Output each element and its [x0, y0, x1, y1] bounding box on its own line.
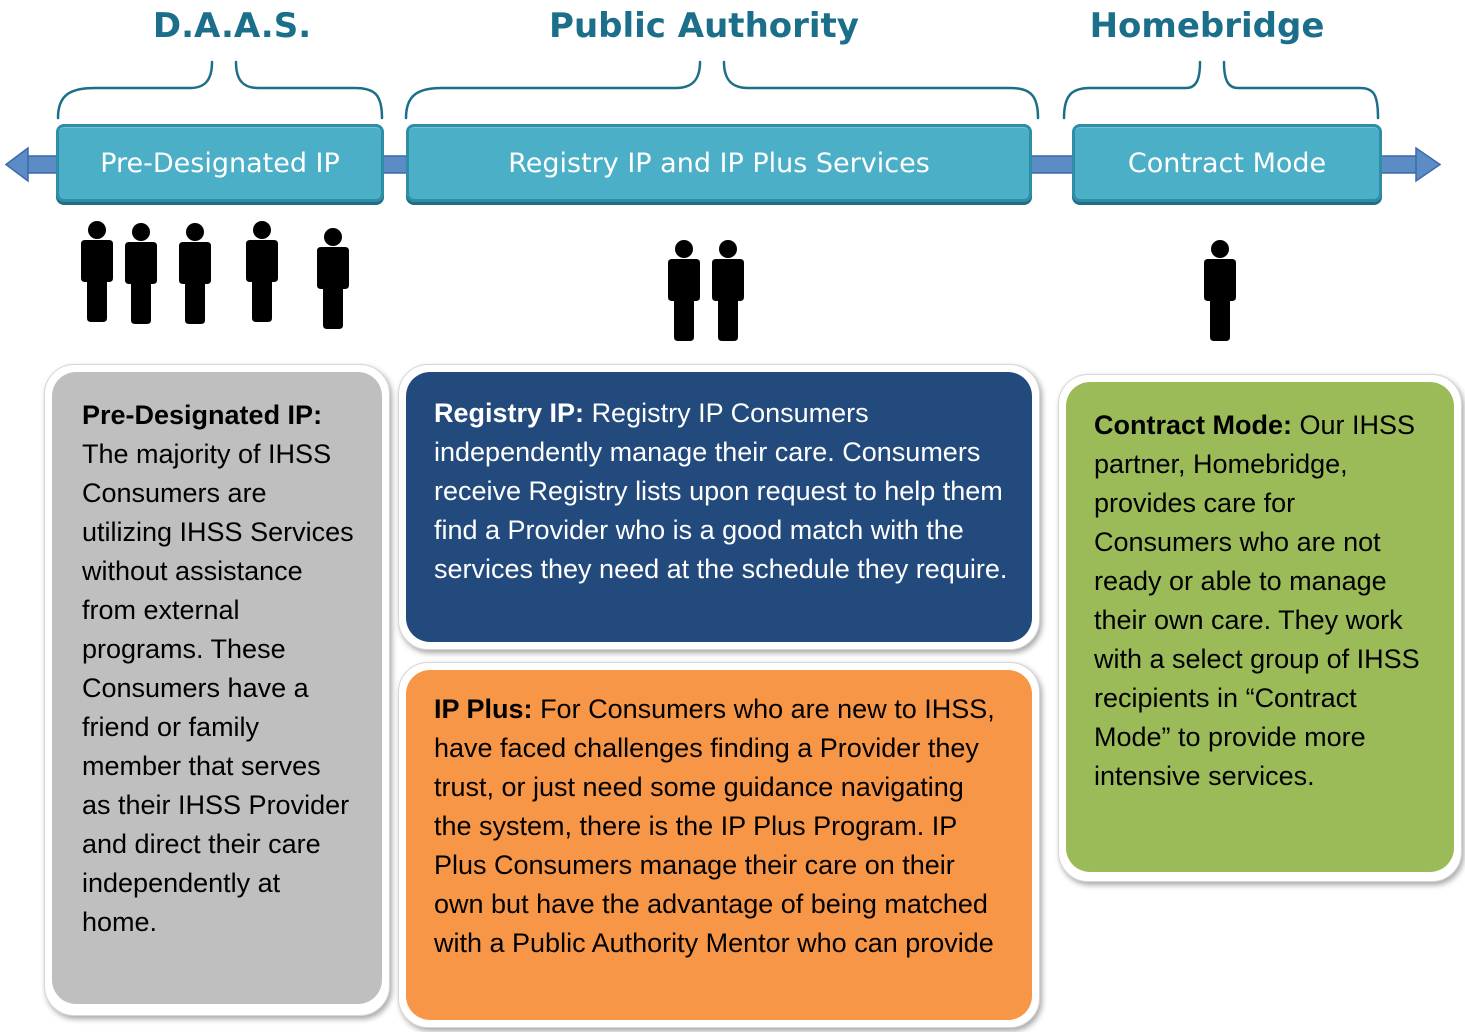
pre-designated-card-body: The majority of IHSS Consumers are utili… — [82, 439, 354, 937]
registry-ip-card: Registry IP: Registry IP Consumers indep… — [406, 372, 1032, 642]
curly-braces — [56, 60, 1380, 120]
registry-ip-card-title: Registry IP: — [434, 398, 585, 428]
public-authority-brace — [404, 60, 1040, 120]
registry-ip-services-box: Registry IP and IP Plus Services — [406, 124, 1032, 202]
person-icon — [1204, 240, 1236, 341]
contract-mode-card-body: Our IHSS partner, Homebridge, provides c… — [1094, 410, 1420, 791]
homebridge-header: Homebridge — [1089, 6, 1325, 46]
contract-mode-card-title: Contract Mode: — [1094, 410, 1292, 440]
arrow-right-icon — [1415, 146, 1442, 183]
person-icon — [179, 223, 211, 324]
arrow-left-icon — [4, 146, 29, 183]
registry-ip-card-body: Registry IP Consumers independently mana… — [434, 398, 1008, 584]
contract-mode-card: Contract Mode: Our IHSS partner, Homebri… — [1066, 382, 1454, 872]
pre-designated-card-title: Pre-Designated IP: — [82, 400, 323, 430]
pre-designated-card: Pre-Designated IP: The majority of IHSS … — [52, 372, 382, 1004]
person-icon — [246, 221, 278, 322]
ip-plus-card-title: IP Plus: — [434, 694, 533, 724]
daas-header: D.A.A.S. — [152, 6, 312, 46]
daas-brace — [56, 60, 384, 120]
person-icon — [125, 223, 157, 324]
person-icon — [712, 240, 744, 341]
ip-plus-card: IP Plus: For Consumers who are new to IH… — [406, 670, 1032, 1020]
ip-plus-card-body: For Consumers who are new to IHSS, have … — [434, 694, 995, 958]
contract-mode-box: Contract Mode — [1072, 124, 1382, 202]
public-authority-header: Public Authority — [549, 6, 859, 46]
person-icon — [317, 228, 349, 329]
person-icon — [81, 221, 113, 322]
person-icon — [668, 240, 700, 341]
pre-designated-ip-box: Pre-Designated IP — [56, 124, 384, 202]
homebridge-brace — [1062, 60, 1380, 120]
